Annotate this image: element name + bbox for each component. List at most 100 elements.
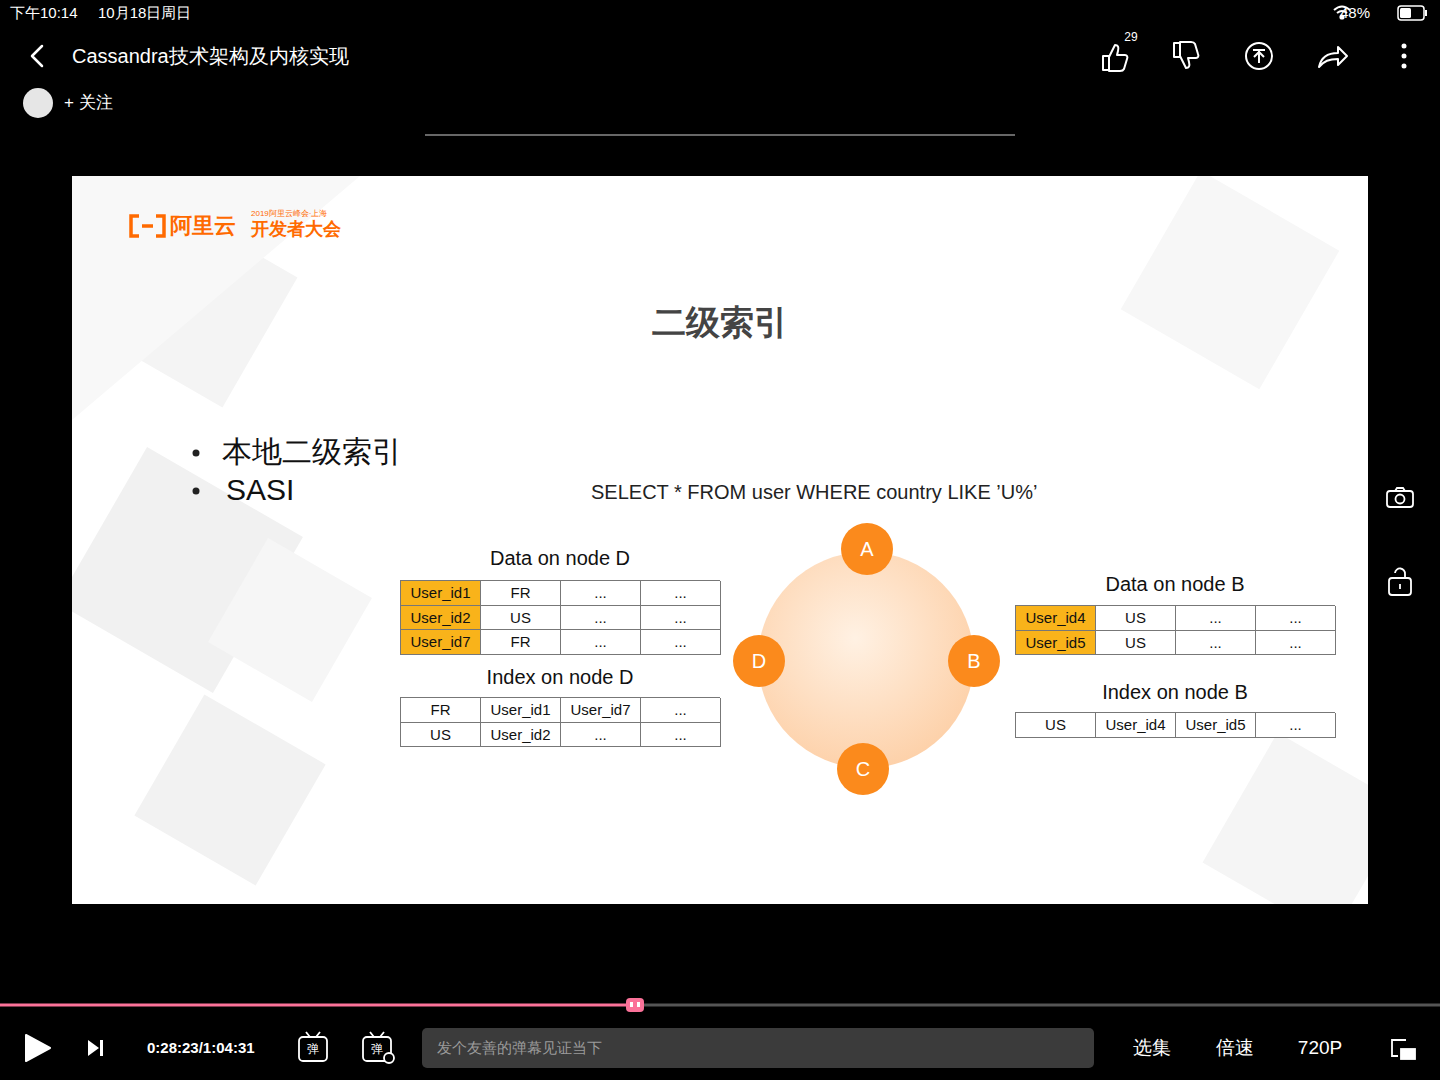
episodes-button: 选集 [1133, 1037, 1171, 1059]
dislike-icon [1174, 42, 1198, 68]
node-circle-fill [837, 743, 889, 795]
next-icon [88, 1040, 99, 1056]
slide-title: 二级索引 [652, 303, 788, 342]
aliyun-logo [131, 216, 164, 236]
danmaku-settings-icon [370, 1032, 384, 1037]
more-icon [1402, 44, 1407, 69]
node-letter: B [967, 650, 980, 673]
progress-thumb-eyes [630, 1002, 633, 1007]
status-time: 下午10:14 [10, 4, 78, 21]
screenshot-icon [1387, 491, 1413, 507]
table-cell: ... [641, 630, 721, 655]
table-cell: ... [1256, 713, 1336, 738]
aliyun-logo [142, 224, 153, 228]
data-table: Data on node D User_id1FR...... User_id2US… [400, 545, 720, 655]
table-cell: User_id2 [481, 723, 561, 748]
dislike-icon [1180, 42, 1198, 68]
avatar [23, 88, 53, 118]
slide-pattern [72, 176, 360, 420]
separator [425, 134, 1015, 136]
query-text: SELECT * FROM user WHERE country LIKE ’U… [591, 481, 1037, 504]
table-heading: Data on node D [400, 545, 720, 571]
back-arrow [32, 46, 42, 66]
table-cell: User_id1 [481, 698, 561, 723]
slide-pattern [1121, 176, 1340, 389]
key-cell: User_id4 [1016, 606, 1096, 631]
like-icon [1103, 45, 1127, 71]
table-cell: US [481, 606, 561, 631]
table-cell: FR [481, 630, 561, 655]
more-icon [1402, 64, 1407, 69]
key-cell: User_id2 [401, 606, 481, 631]
danmaku-toggle-icon [299, 1037, 327, 1061]
more-icon [1402, 44, 1407, 49]
fullscreen-icon [1401, 1049, 1415, 1059]
node-letter: D [752, 650, 766, 673]
data-table: Index on node D FRUser_id1User_id7...USUs… [400, 664, 720, 747]
table-cell: ... [1256, 631, 1336, 656]
more-icon [1402, 54, 1407, 59]
progress-thumb [626, 998, 644, 1012]
aliyun-logo [131, 216, 139, 236]
key-cell: User_id1 [401, 581, 481, 606]
ring-node: D [733, 635, 785, 687]
play-icon [26, 1035, 50, 1061]
battery-level: 48% [1340, 4, 1370, 21]
battery-icon [1398, 6, 1427, 20]
lock-icon [1389, 568, 1411, 595]
ring-node: C [837, 743, 889, 795]
progress-thumb-eyes [630, 1002, 640, 1007]
bullet-dot [193, 450, 200, 457]
table-cell: ... [1176, 606, 1256, 631]
screenshot-icon [1387, 488, 1413, 507]
danmaku-input [422, 1028, 1094, 1068]
table-cell: User_id5 [1176, 713, 1256, 738]
battery-icon [1400, 8, 1411, 18]
table-grid: FRUser_id1User_id7...USUser_id2...... [400, 697, 720, 747]
like-icon [1109, 45, 1127, 71]
table-cell: FR [481, 581, 561, 606]
bullet-dot [193, 450, 200, 495]
input-placeholder: 发个友善的弹幕见证当下 [437, 1039, 602, 1056]
table-cell: ... [561, 630, 641, 655]
next-icon [100, 1040, 103, 1056]
table-cell: ... [641, 606, 721, 631]
slide-pattern [72, 176, 1368, 904]
logo-text: 阿里云 [170, 213, 236, 238]
table-grid: User_id1FR......User_id2US......User_id7… [400, 580, 720, 655]
slide-pattern [1203, 733, 1368, 904]
share-icon [1319, 47, 1347, 67]
data-table: Data on node BUser_id4US......User_id5US… [1015, 571, 1335, 655]
table-cell: US [1016, 713, 1096, 738]
next-icon [88, 1040, 103, 1056]
like-count: 29 [1124, 31, 1137, 45]
ring-node: A [841, 523, 893, 575]
table-grid: User_id4US......User_id5US...... [1015, 605, 1335, 655]
lock-icon [1399, 584, 1401, 589]
fullscreen-icon [1392, 1040, 1415, 1059]
playback-time: 0:28:23/1:04:31 [147, 1039, 255, 1056]
node-circle-fill [948, 635, 1000, 687]
table-cell: ... [561, 723, 641, 748]
bullet-text: SASI [226, 473, 294, 508]
node-letter: C [856, 758, 870, 781]
table-cell: ... [1176, 631, 1256, 656]
event-name: 开发者大会 [251, 219, 341, 240]
speed-button: 倍速 [1216, 1037, 1254, 1059]
ring-node: B [948, 635, 1000, 687]
bullet-text: 本地二级索引 [222, 435, 402, 470]
progress-thumb-eyes [637, 1002, 640, 1007]
table-heading: Index on node D [400, 664, 720, 690]
table-cell: ... [641, 698, 721, 723]
progress-track [635, 1004, 1440, 1007]
quality-button: 720P [1298, 1037, 1342, 1059]
table-grid: USUser_id4User_id5... [1015, 712, 1335, 738]
table-heading: Index on node B [1015, 679, 1335, 705]
danmaku-settings-icon [384, 1053, 394, 1063]
table-cell: User_id7 [561, 698, 641, 723]
table-cell: ... [1256, 606, 1336, 631]
danmaku-settings-icon [363, 1032, 394, 1063]
